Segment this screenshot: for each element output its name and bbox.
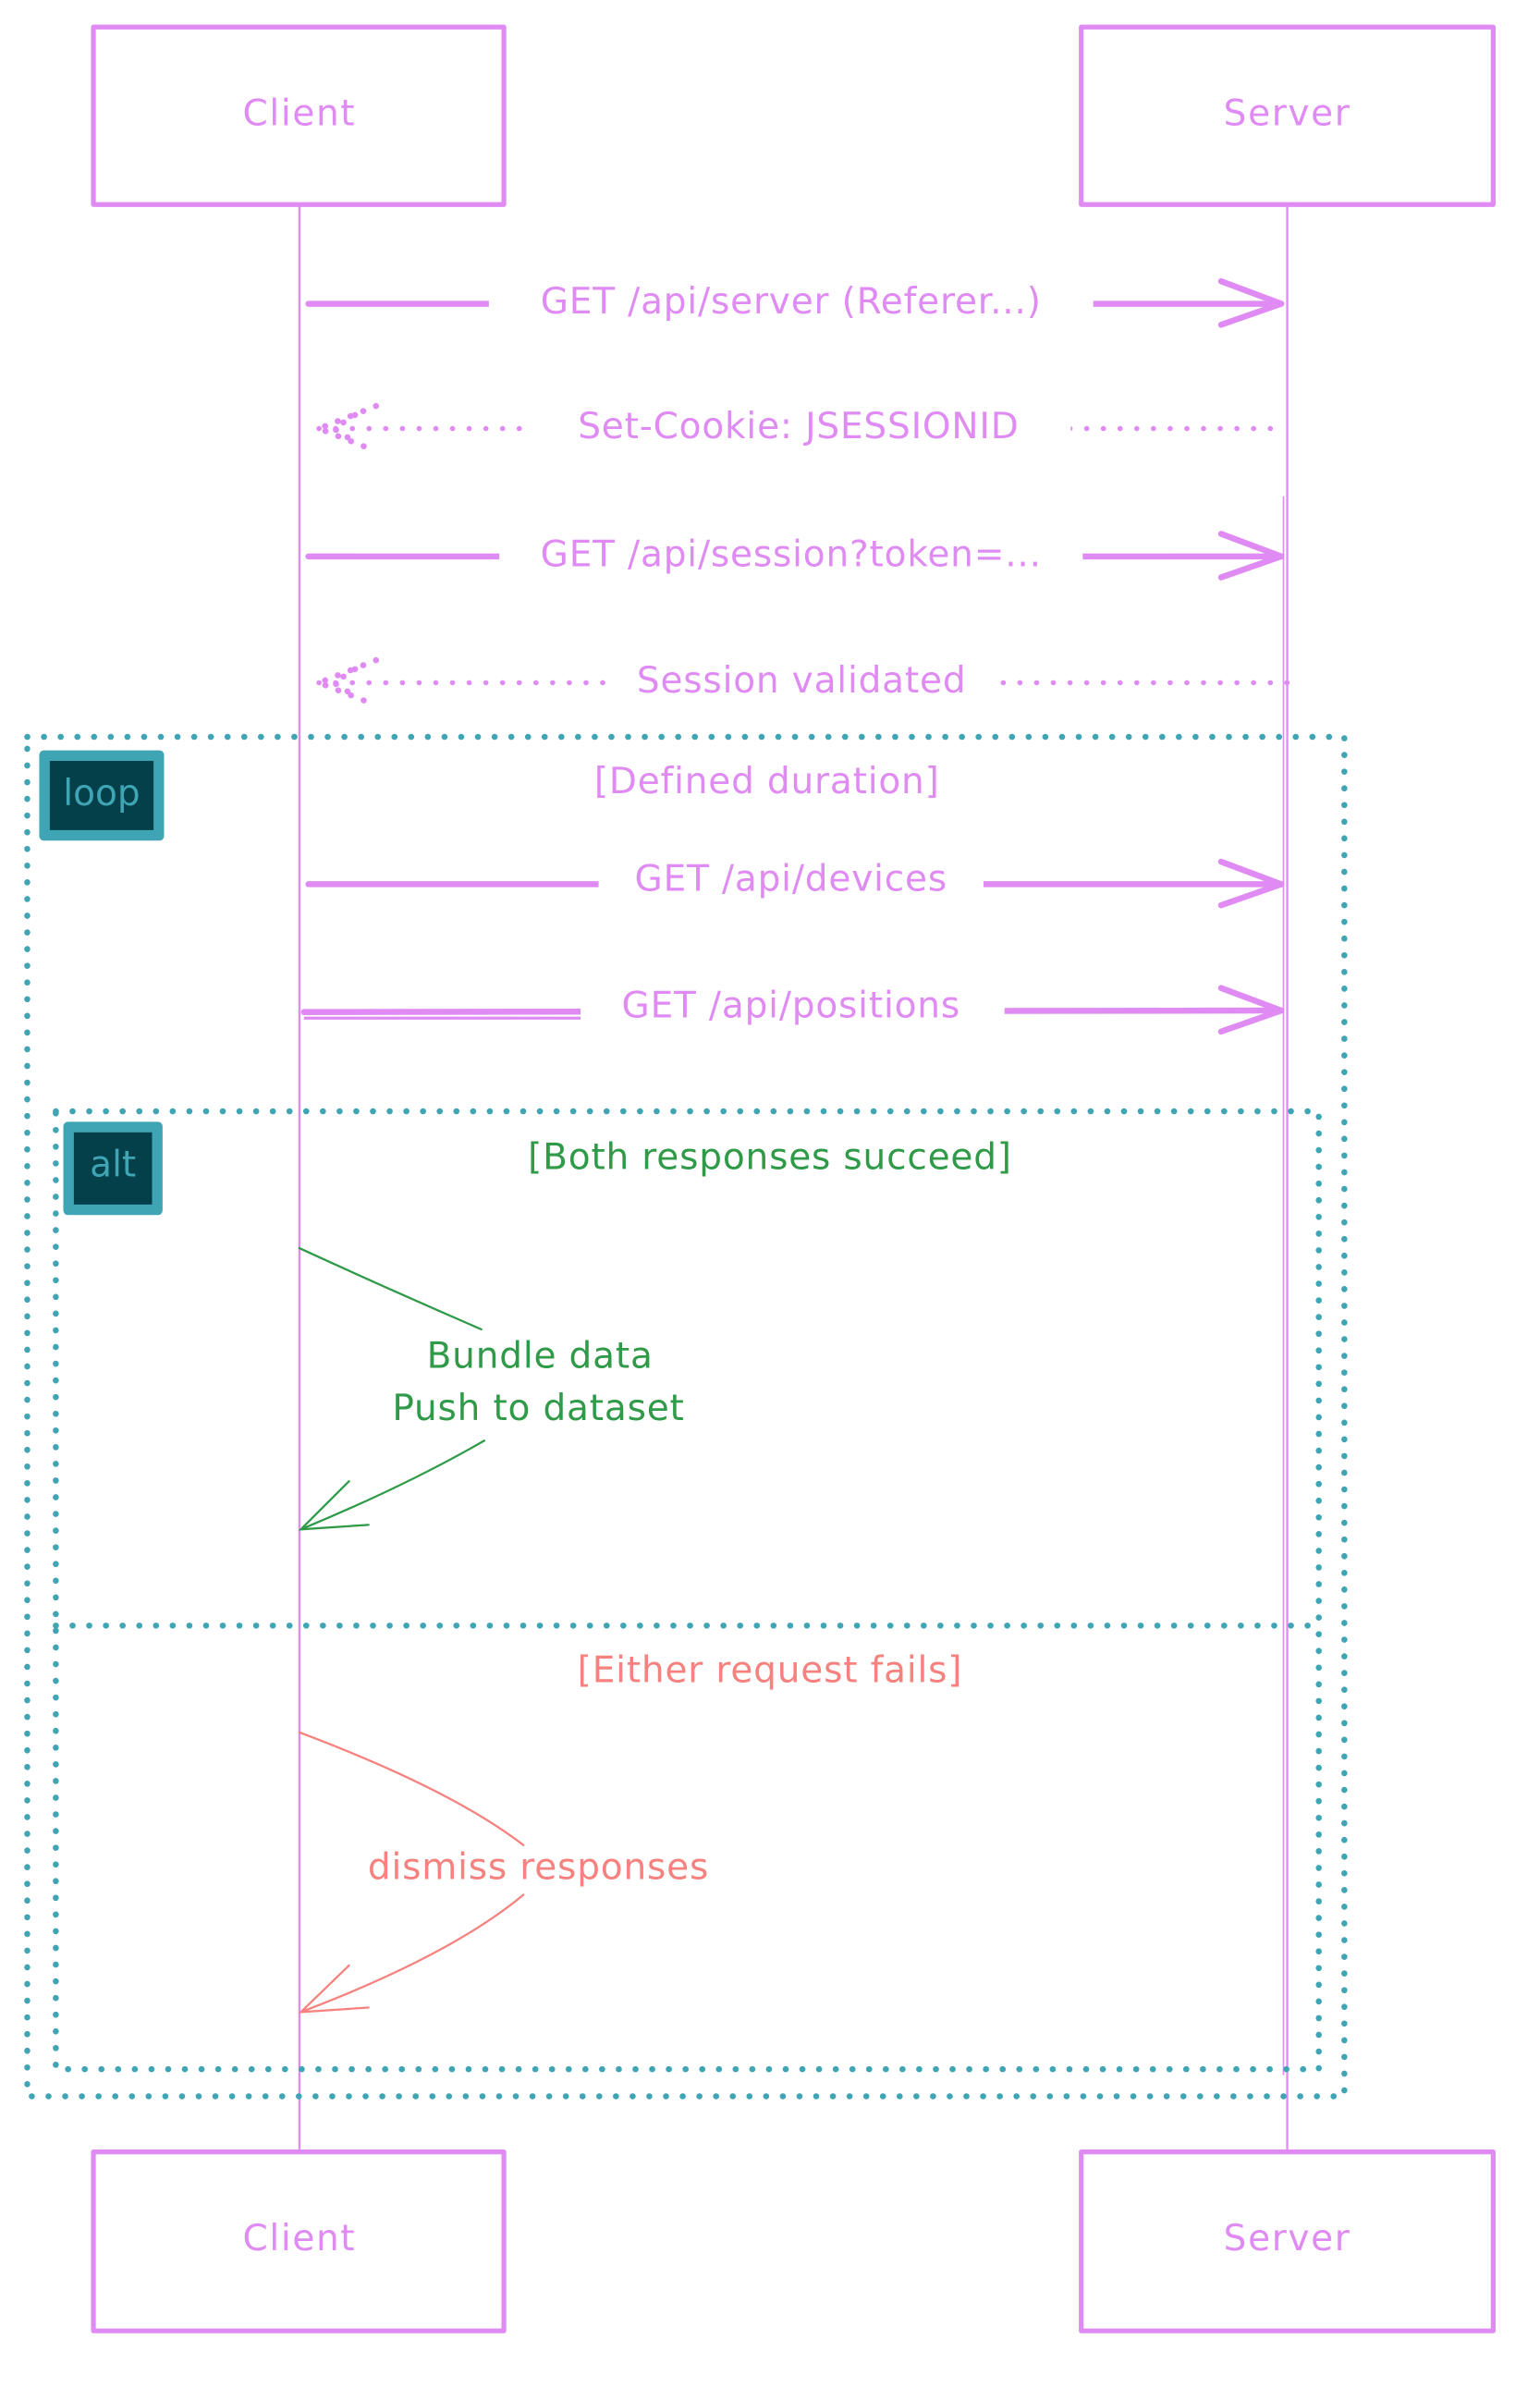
message-label: Set-Cookie: JSESSIONID — [578, 406, 1019, 447]
self-message-line-2: Push to dataset — [392, 1388, 684, 1429]
message-set-cookie: Set-Cookie: JSESSIONID — [311, 402, 1288, 455]
loop-frame-border — [24, 733, 1348, 2100]
alt-frame-border — [53, 1108, 1322, 2073]
participant-label: Client — [243, 2218, 357, 2259]
self-message-dismiss: dismiss responses — [298, 1731, 709, 2014]
message-get-devices: GET /api/devices — [305, 859, 1285, 909]
alt-tag: alt — [63, 1121, 163, 1216]
alt-tag-label: alt — [90, 1145, 136, 1186]
loop-frame: loop [Defined duration] — [24, 733, 1348, 2100]
message-label: GET /api/server (Referer...) — [541, 281, 1042, 323]
message-label: GET /api/devices — [635, 859, 947, 900]
message-label: GET /api/positions — [622, 985, 960, 1026]
participant-label: Server — [1224, 2218, 1351, 2259]
participant-label: Server — [1224, 93, 1351, 135]
loop-guard: [Defined duration] — [594, 761, 940, 802]
participant-server-bottom[interactable]: Server — [1079, 2149, 1496, 2333]
participant-client-bottom[interactable]: Client — [91, 2149, 507, 2333]
message-label: Session validated — [637, 660, 967, 702]
alt-guard-failure: [Either request fails] — [578, 1649, 963, 1691]
loop-tag: loop — [39, 750, 165, 841]
participant-label: Client — [243, 93, 357, 135]
alt-guard-success: [Both responses succeed] — [528, 1137, 1012, 1179]
participant-server-top[interactable]: Server — [1079, 24, 1496, 207]
self-message-bundle: Bundle data Push to dataset — [298, 1246, 684, 1531]
alt-frame: alt [Both responses succeed] [Either req… — [53, 1108, 1322, 2073]
message-session-validated: Session validated — [311, 656, 1290, 709]
loop-tag-label: loop — [63, 773, 140, 814]
self-message-line-1: dismiss responses — [368, 1846, 709, 1888]
message-label: GET /api/session?token=... — [541, 533, 1042, 575]
message-get-server: GET /api/server (Referer...) — [305, 277, 1285, 328]
self-message-line-1: Bundle data — [427, 1335, 654, 1377]
participant-client-top[interactable]: Client — [91, 24, 507, 207]
message-get-session: GET /api/session?token=... — [305, 531, 1285, 581]
message-get-positions: GET /api/positions — [300, 985, 1285, 1035]
